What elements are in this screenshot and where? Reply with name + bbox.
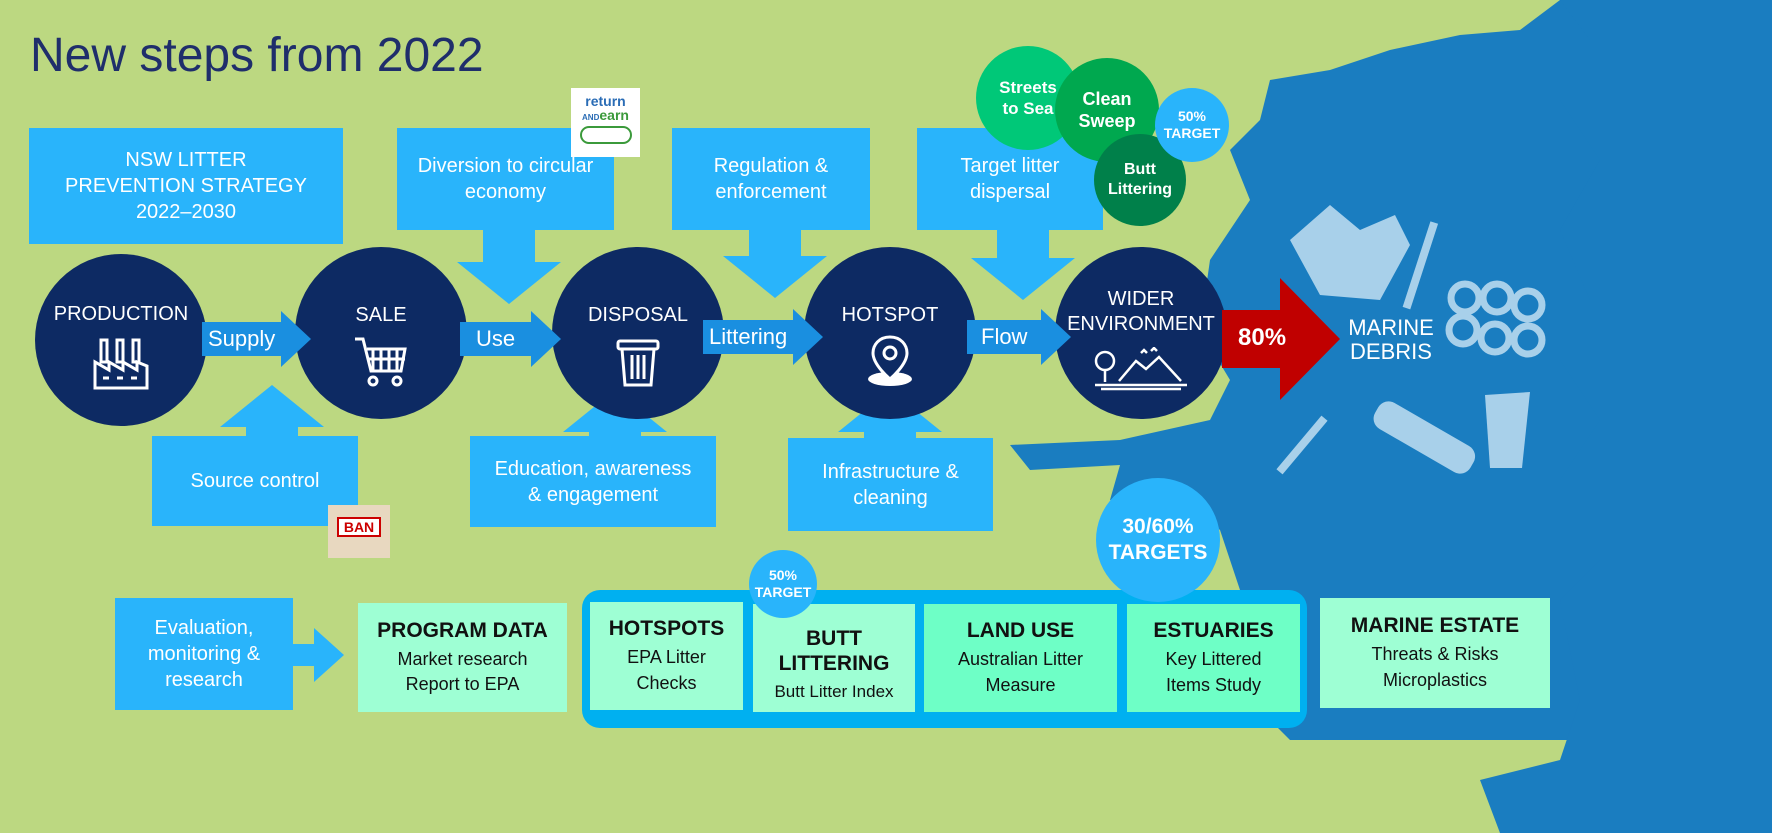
- flow-littering: Littering: [703, 309, 824, 365]
- marine-debris-label: MARINE DEBRIS: [1348, 315, 1434, 365]
- stage-disposal: DISPOSAL: [552, 247, 724, 419]
- lever-source-control: Source control: [152, 436, 358, 526]
- flow-use: Use: [460, 311, 562, 367]
- outflow-arrow: [1222, 278, 1340, 400]
- flow-supply: Supply: [202, 311, 312, 367]
- program-50-target: 50% TARGET: [1155, 88, 1229, 162]
- lever-infrastructure: Infrastructure & cleaning: [788, 438, 993, 531]
- stage-wider-environment: WIDER ENVIRONMENT: [1055, 247, 1227, 419]
- lever-education: Education, awareness & engagement: [470, 436, 716, 527]
- program-clean-sweep: Clean Sweep: [1055, 58, 1159, 162]
- ban-image: BAN: [328, 505, 390, 558]
- stage-hotspot: HOTSPOT: [804, 247, 976, 419]
- target-estuaries-30-60: 30/60% TARGETS: [1096, 478, 1220, 602]
- outflow-value: 80%: [1238, 324, 1287, 351]
- shopping-cart-icon: [355, 337, 407, 387]
- arrow-stem: [749, 229, 801, 257]
- arrow-head-down: [723, 256, 827, 298]
- arrow-head-up: [220, 385, 324, 427]
- trash-bin-icon: [616, 339, 660, 387]
- arrow-stem: [864, 431, 916, 441]
- lever-diversion: Diversion to circular economy: [397, 128, 614, 230]
- evaluation-arrow: [292, 628, 344, 682]
- strategy-box: NSW LITTER PREVENTION STRATEGY 2022–2030: [29, 128, 343, 244]
- landscape-icon: [1094, 347, 1187, 391]
- stage-production: PRODUCTION: [35, 254, 207, 426]
- arrow-stem: [589, 431, 641, 439]
- arrow-stem: [246, 426, 298, 438]
- arrow-stem: [997, 229, 1049, 259]
- arrow-head-down: [971, 258, 1075, 300]
- lever-regulation: Regulation & enforcement: [672, 128, 870, 230]
- arrow-stem: [483, 229, 535, 263]
- stage-sale: SALE: [295, 247, 467, 419]
- page-title: New steps from 2022: [30, 29, 484, 82]
- target-butt-50: 50% TARGET: [749, 550, 817, 618]
- location-pin-icon: [868, 335, 912, 386]
- evaluation-box: Evaluation, monitoring & research: [115, 598, 293, 710]
- debris-icons: [1276, 205, 1546, 475]
- flow-flow: Flow: [967, 309, 1072, 365]
- factory-icon: [93, 338, 149, 390]
- arrow-head-down: [457, 262, 561, 304]
